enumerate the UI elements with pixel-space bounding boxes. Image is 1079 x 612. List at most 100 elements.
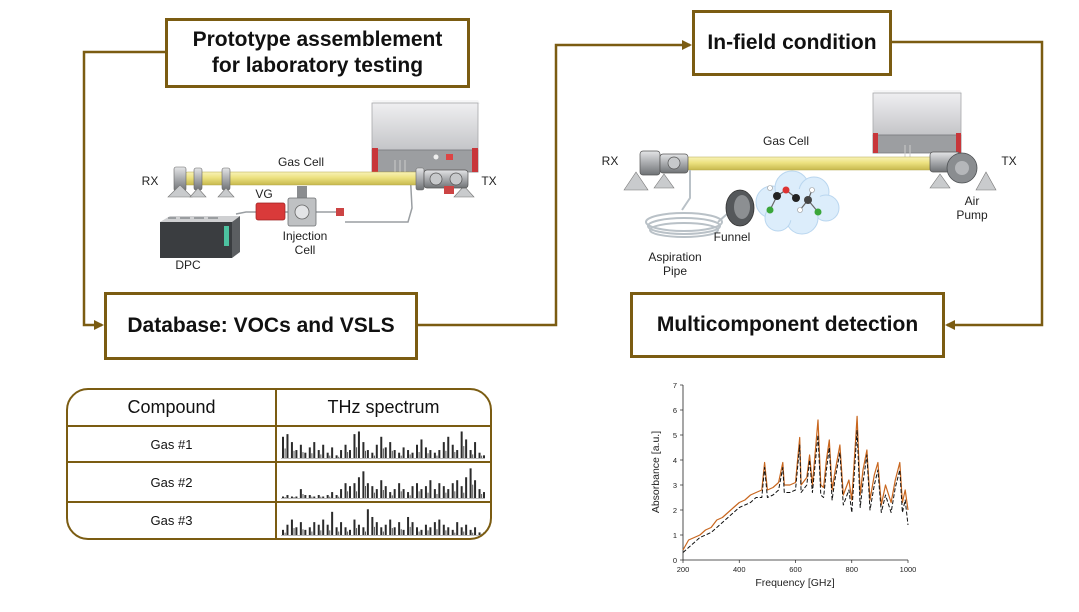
spectrum-bar [299,489,302,498]
spectrum-bar [460,486,463,498]
prototype-box-line-1: Prototype assemblement [192,28,443,52]
arrow-database-to-infield [418,40,692,327]
spectrum-bar [418,531,420,535]
spectrum-bar [317,495,320,498]
field-rx-label: RX [601,154,619,168]
field-tx-assembly [929,151,978,184]
spectrum-bar [349,450,351,458]
spectrum-bar [329,530,331,535]
spectrum-bar [456,522,459,535]
spectrum-bar [409,526,411,535]
spectrum-bar [347,452,349,458]
spectrum-bar [420,529,423,535]
spectrum-bar [293,528,295,535]
spectrum-bar [465,439,468,458]
lab-injection-cell [287,186,317,227]
spectrum-bar [433,452,436,458]
spectrum-bar [442,524,445,535]
spectrum-bar [353,519,356,535]
spectrum-bar [420,439,423,458]
database-box-label: Database: VOCs and VSLS [127,314,395,338]
spectrum-bar [429,450,432,458]
chart-y-axis-label: Absorbance [a.u.] [650,431,662,513]
spectrum-bar [357,431,360,458]
spectrum-bar [311,453,313,458]
spectrum-bar [445,492,447,498]
spectrum-bar [474,480,477,498]
spectrum-bar [407,492,410,498]
spectrum-bar [373,455,375,458]
field-stands [623,171,997,191]
spectrum-bar [335,455,338,458]
spectrum-bar [451,444,454,458]
lab-gas-cell-label: Gas Cell [277,155,324,169]
spectrum-bar [447,527,450,535]
spectrum-bar [418,452,420,458]
spectrum-bar [469,468,472,498]
spectrum-bar [362,527,365,535]
spectrum-bar [322,444,325,458]
spectrum-bar [382,489,384,498]
spectrum-bar [329,496,331,498]
spectrum-bar [365,450,366,458]
spectrum-bar [380,480,383,498]
lab-setup-illustration [160,100,480,258]
spectrum-bar [438,483,441,498]
spectrum-bar [409,495,411,498]
spectrum-bar [362,442,365,458]
spectrum-plot [281,468,485,499]
table-row-spectrum [277,427,490,463]
lab-injection-cell-label: Injection Cell [276,229,334,258]
spectrum-bar [295,527,298,535]
injection-cell-line-2: Cell [294,242,316,257]
lab-vg-label: VG [255,187,273,201]
spectrum-bar [349,529,351,535]
spectrum-bar [478,532,481,535]
air-pump-line-2: Pump [956,207,988,222]
spectrum-bar [469,450,472,458]
spectrum-bar [365,485,366,498]
spectrum-bar [483,492,485,498]
gas-cloud-icon [755,170,840,235]
spectrum-bar [365,531,366,535]
field-gas-cell-tube [654,156,961,171]
spectrum-bar [375,522,378,535]
lab-tube-clamps [173,166,425,192]
spectrum-bar [407,516,410,535]
lab-gas-line [345,169,413,223]
spectrum-bar [380,527,383,535]
spectrum-bar [313,496,316,498]
infield-box: In-field condition [692,10,892,76]
spectrum-bar [442,486,445,498]
spectrum-bar [463,492,465,498]
spectrum-bar [460,527,463,535]
spectrum-bar [402,529,405,535]
table-header-compound: Compound [68,390,277,427]
lab-vacuum-gauge [255,202,286,221]
spectrum-bar [398,483,401,498]
spectrum-bar [373,492,375,498]
spectrum-bar [445,450,447,458]
spectrum-bar [454,452,456,458]
spectrum-bar [286,524,289,535]
spectrum-bar [282,496,284,498]
spectrum-bar [451,483,454,498]
prototype-box-line-2: for laboratory testing [211,54,424,77]
spectrum-bar [398,522,401,535]
spectrum-bar [304,495,307,498]
chart-x-tick-label: 1000 [900,565,917,574]
chart-y-tick-label: 0 [673,556,677,565]
spectrum-bar [472,454,474,458]
spectrum-bar [284,497,286,498]
spectrum-bar [469,529,472,535]
spectrum-plot [281,431,485,459]
aspiration-pipe-line-1: Aspiration [648,250,702,264]
spectrum-bar [391,528,393,535]
field-setup-illustration [623,90,997,238]
spectrum-bar [384,524,387,535]
spectrum-bar [335,527,338,535]
lab-tx-assembly [423,169,469,194]
spectrum-bar [366,509,369,535]
spectrum-bar [284,448,286,458]
lab-gas-cell-tube [181,171,425,186]
